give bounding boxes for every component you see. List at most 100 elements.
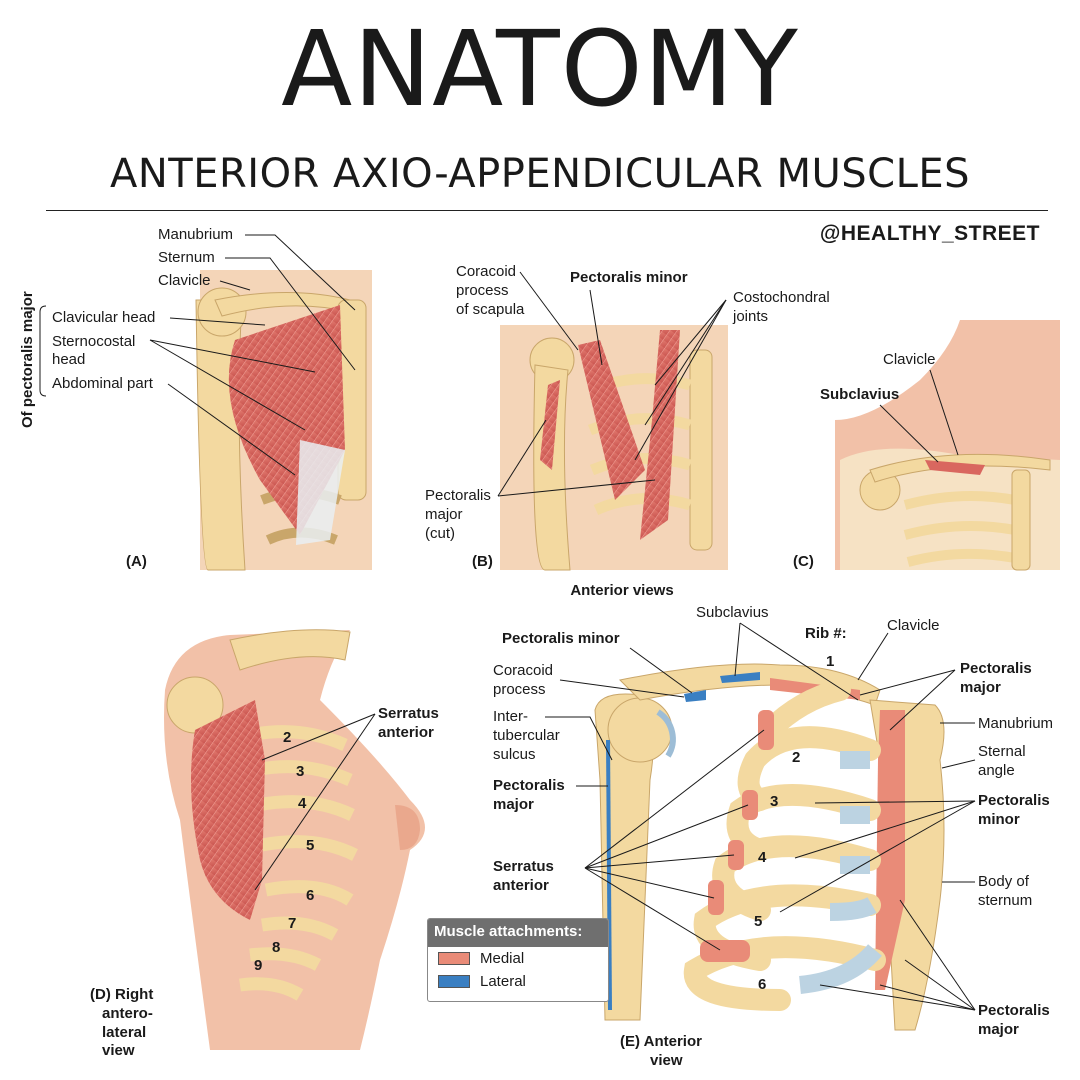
rib-number-d: 5: [306, 837, 314, 854]
panel-b-pectoralis-minor: [578, 340, 645, 500]
label-pectoralis-major-l2: major: [493, 796, 534, 813]
leader-line: [857, 632, 889, 681]
panel-e-tag-line: view: [650, 1052, 683, 1069]
panel-c-subclavius: [925, 460, 985, 475]
label-process: process: [456, 282, 509, 299]
panel-e-pect-major-sternum: [875, 710, 905, 990]
rib-number-d: 6: [306, 887, 314, 904]
panel-d-tag-line: antero-: [102, 1005, 153, 1022]
label-clavicle-c: Clavicle: [883, 351, 936, 368]
panel-c-labels: Clavicle Subclavius (C): [793, 351, 959, 570]
label-anterior-e: anterior: [493, 877, 549, 894]
label-clavicle: Clavicle: [158, 272, 211, 289]
leader-line: [584, 804, 749, 869]
panel-e-serratus-attachment: [728, 840, 744, 870]
leader-line: [734, 622, 741, 677]
panel-d-serratus-anterior: [191, 700, 265, 920]
leader-line: [225, 257, 356, 371]
panel-a: [195, 270, 372, 571]
label-manubrium: Manubrium: [158, 226, 233, 243]
label-tubercular-e: tubercular: [493, 727, 560, 744]
leader-line: [497, 419, 547, 497]
legend-label-lateral: Lateral: [480, 973, 526, 990]
leader-line: [644, 299, 727, 426]
leader-line: [519, 271, 579, 351]
leader-line: [545, 716, 613, 761]
label-body-of-e: Body of: [978, 873, 1030, 890]
panel-e-serratus-attachment: [700, 940, 750, 962]
header-divider: [46, 210, 1048, 211]
panel-e-rib: [737, 726, 881, 811]
panel-e: [594, 663, 945, 1031]
leader-line: [879, 984, 976, 1011]
leader-line: [929, 369, 959, 456]
panel-d-rib: [239, 977, 304, 1001]
panel-a-tendon: [296, 440, 345, 545]
label-pectoralis-major-r1b: major: [960, 679, 1001, 696]
leader-line: [879, 404, 939, 463]
leader-line: [819, 984, 976, 1011]
rib-number-d: 9: [254, 957, 262, 974]
leader-line: [584, 854, 735, 869]
label-subclavius-e: Subclavius: [696, 604, 769, 621]
leader-line: [889, 669, 956, 731]
leader-line: [634, 299, 727, 461]
panel-e-subclavius-lateral: [720, 672, 760, 683]
label-pectoralis-major-l: Pectoralis: [493, 777, 565, 794]
panel-e-tag: (E) Anterior: [620, 1033, 702, 1050]
label-serratus-d: Serratus: [378, 705, 439, 722]
rib-number-d: 2: [283, 729, 291, 746]
panel-d-tag: (D) Right: [90, 986, 153, 1003]
panel-d: [164, 629, 425, 1050]
label-pectoralis-minor-e: Pectoralis minor: [502, 630, 620, 647]
panel-c-clavicle: [869, 453, 1051, 483]
panel-e-serratus-attachment: [758, 710, 774, 750]
label-manubrium-e: Manubrium: [978, 715, 1053, 732]
panel-d-rib: [249, 947, 322, 971]
panel-a-labels: Manubrium Sternum Clavicle Clavicular he…: [19, 226, 356, 570]
leader-line: [497, 479, 656, 497]
rib-number-e: 5: [754, 913, 762, 930]
rib-number-d: 7: [288, 915, 296, 932]
leader-line: [584, 867, 721, 951]
center-caption: Anterior views: [570, 582, 673, 599]
panel-e-humeral-head: [607, 697, 673, 763]
leader-line: [739, 622, 859, 701]
rib-number-e: 1: [826, 653, 834, 670]
label-anterior-d: anterior: [378, 724, 434, 741]
leader-line: [167, 383, 296, 476]
panel-c-rib: [906, 548, 1016, 567]
panel-c-tag: (C): [793, 553, 814, 570]
leader-line: [941, 759, 976, 769]
legend-swatch-lateral: [438, 975, 470, 988]
label-coracoid: Coracoid: [456, 263, 516, 280]
leader-line: [584, 867, 715, 899]
panel-e-rib: [683, 936, 886, 1011]
panel-b-pect-major-cut-medial: [640, 330, 680, 540]
legend-label-medial: Medial: [480, 950, 525, 967]
panel-b-sternum: [689, 349, 713, 551]
leader-line: [169, 317, 266, 326]
panel-e-costal-cartilage: [798, 943, 882, 994]
panel-d-breast: [395, 805, 420, 850]
leader-line: [654, 299, 727, 386]
panel-e-glenoid: [656, 709, 676, 758]
label-sternum: Sternum: [158, 249, 215, 266]
panel-c-rib: [903, 491, 1016, 510]
panel-d-rib: [253, 760, 353, 786]
label-sternocostal: Sternocostal: [52, 333, 135, 350]
leader-line: [584, 729, 765, 869]
label-joints: joints: [732, 308, 768, 325]
panel-e-costal-cartilage: [829, 896, 877, 921]
label-pectoralis-b: Pectoralis: [425, 487, 491, 504]
panel-d-humerus: [229, 629, 351, 671]
label-cut-b: (cut): [425, 525, 455, 542]
label-pectoralis-major-r2b: major: [978, 1021, 1019, 1038]
label-pectoralis-major-r1: Pectoralis: [960, 660, 1032, 677]
legend-item-medial: Medial: [428, 947, 608, 970]
panel-a-tag: (A): [126, 553, 147, 570]
label-sternal-e: Sternal: [978, 743, 1026, 760]
rib-number-d: 8: [272, 939, 280, 956]
rib-number-e: 2: [792, 749, 800, 766]
legend-item-lateral: Lateral: [428, 970, 608, 993]
